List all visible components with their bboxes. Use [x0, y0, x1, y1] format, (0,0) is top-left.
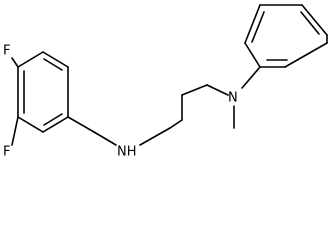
bond — [17, 116, 44, 133]
bond — [244, 42, 261, 68]
bond-c-f-bottom — [11, 116, 19, 146]
difluorophenyl-ring — [17, 51, 69, 133]
double-bond-inner — [43, 58, 63, 71]
double-bond-inner — [43, 113, 63, 126]
bond-chain-n — [206, 84, 229, 96]
bond — [42, 116, 69, 133]
bond — [284, 42, 328, 68]
amine-nh-label: NH — [117, 145, 137, 160]
amine-n-label: N — [228, 91, 238, 106]
double-bond-inner — [251, 11, 265, 43]
bond — [301, 4, 328, 36]
bond-nh-ch2 — [139, 127, 171, 146]
double-bond-inner — [300, 11, 320, 35]
bond-ring-ch2 — [67, 116, 95, 133]
fluorine-label-top: F — [3, 44, 10, 59]
bond — [42, 51, 69, 68]
bond-chain — [181, 84, 208, 96]
bond-ch2-nh — [93, 131, 117, 146]
bond — [17, 51, 44, 68]
fluorine-label-bottom: F — [3, 145, 10, 160]
phenyl-ring — [244, 4, 328, 68]
bond — [244, 4, 261, 44]
bond-chain — [169, 119, 183, 129]
molecule-diagram: F F NH N — [3, 4, 328, 160]
bond-c-f-top — [11, 57, 19, 68]
bond-n-phenyl — [241, 66, 261, 89]
